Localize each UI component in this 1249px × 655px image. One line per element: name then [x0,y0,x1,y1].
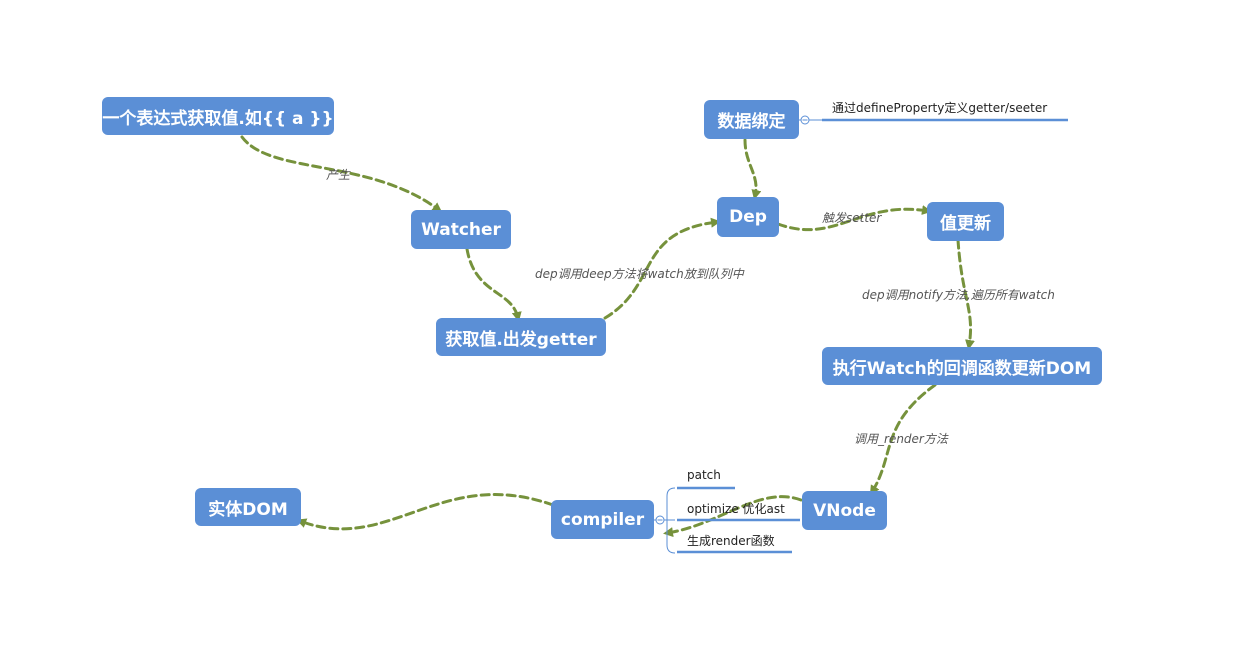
edge-vnode-to-compiler [663,495,803,538]
edge-compiler-to-real-dom [296,493,555,531]
subtopic-gen-render[interactable]: 生成render函数 [687,534,775,548]
node-dep[interactable]: Dep [717,197,779,237]
edge-value-update-to-exec-watch [956,238,975,350]
node-watcher[interactable]: Watcher [411,210,511,249]
node-value-update[interactable]: 值更新 [927,202,1004,241]
node-getter[interactable]: 获取值.出发getter [436,318,606,356]
edge-watcher-to-getter [465,247,522,322]
edge-label-call-render: 调用_render方法 [854,432,948,446]
edge-exec-watch-to-vnode [869,383,937,496]
edge-label-produce: 产生 [326,168,351,182]
edge-label-dep-notify: dep调用notify方法,遍历所有watch [862,288,1055,302]
collapse-toggles[interactable] [655,115,810,525]
node-exec-watch[interactable]: 执行Watch的回调函数更新DOM [822,347,1102,385]
node-real-dom[interactable]: 实体DOM [195,488,301,526]
edge-label-trigger-setter: 触发setter [822,211,882,225]
subtopic-optimize[interactable]: optimize 优化ast [687,502,785,516]
node-data-binding[interactable]: 数据绑定 [704,100,799,139]
edge-expression-to-watcher [240,135,443,213]
flow-edges [240,135,975,538]
subtopic-patch[interactable]: patch [687,468,721,482]
edge-databinding-to-dep [743,138,762,200]
edge-getter-to-dep [603,217,721,320]
node-compiler[interactable]: compiler [551,500,654,539]
subtopic-define-property[interactable]: 通过defineProperty定义getter/seeter [832,101,1048,115]
subtopic-underlines [677,118,1068,554]
node-expression[interactable]: 一个表达式获取值.如{{ a }} [102,97,334,135]
edge-dep-to-value-update [776,205,932,232]
edge-label-dep-deep: dep调用deep方法将watch放到队列中 [535,267,744,281]
node-vnode[interactable]: VNode [802,491,887,530]
